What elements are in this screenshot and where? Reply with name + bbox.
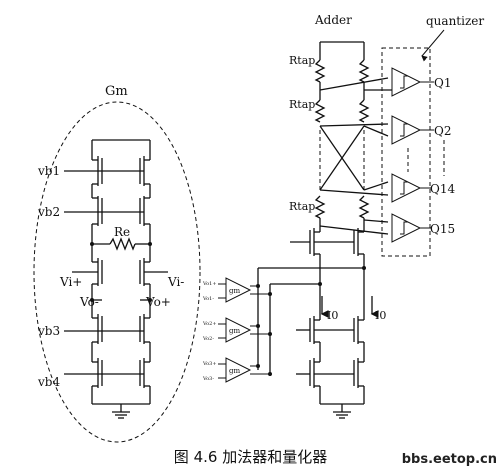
label-rtap-1: Rtap (289, 54, 315, 67)
label-rtap-2: Rtap (289, 98, 315, 111)
gm-cell-1-label: gm (229, 287, 240, 295)
rtap-ladder: Rtap Rtap Rtap (289, 54, 392, 235)
gm-right-column (98, 150, 168, 404)
gm-cell-2-in-minus: Vo2- (202, 336, 214, 342)
gm-title: Gm (105, 84, 128, 99)
quantizer-title: quantizer (426, 14, 484, 28)
output-q1: Q1 (434, 76, 451, 90)
output-q15: Q15 (430, 222, 455, 236)
label-vb2: vb2 (37, 205, 60, 219)
label-i0-right: I0 (375, 309, 386, 322)
comparator-q15: Q15 (391, 213, 455, 243)
comparator-q2: Q2 (391, 115, 451, 145)
gm-block: Gm (33, 84, 201, 443)
gm-cell-3-in-minus: Vo3- (202, 376, 214, 382)
gm-cell-1: gm Vo1+ Vo1- (202, 277, 272, 303)
adder-ground-icon (320, 403, 364, 419)
label-vo-plus: Vo+ (145, 295, 171, 309)
gm-cell-2-in-plus: Vo2+ (202, 321, 217, 327)
label-vb4: vb4 (37, 375, 60, 389)
label-vo-minus: Vo- (79, 295, 99, 309)
output-q2: Q2 (434, 124, 451, 138)
gm-cell-2: gm Vo2+ Vo2- (202, 317, 272, 343)
adder-quantizer-schematic: Gm (33, 13, 484, 443)
adder-block: Adder (202, 13, 392, 419)
label-vb3: vb3 (37, 324, 60, 338)
label-i0-left: I0 (327, 309, 338, 322)
gm-cell-1-in-minus: Vo1- (202, 296, 214, 302)
label-re: Re (114, 225, 130, 239)
gm-cell-3: gm Vo3+ Vo3- (202, 357, 272, 383)
adder-cascode (290, 228, 365, 300)
quantizer-boundary (381, 47, 431, 257)
re-resistor (90, 237, 152, 251)
label-rtap-3: Rtap (289, 200, 315, 213)
label-vi-minus: Vi- (167, 275, 184, 289)
watermark: bbs.eetop.cn (401, 452, 497, 467)
gm-cell-2-label: gm (229, 327, 240, 335)
comparator-q14: Q14 (391, 173, 455, 203)
figure-caption: 图 4.6 加法器和量化器 (173, 448, 328, 466)
gm-cell-1-in-plus: Vo1+ (202, 281, 217, 287)
adder-title: Adder (314, 13, 352, 27)
adder-current-sources (296, 300, 365, 404)
quantizer-block: quantizer Q1 Q2 Q14 Q15 (381, 14, 484, 257)
gm-cell-3-label: gm (229, 367, 240, 375)
label-vb1: vb1 (37, 164, 60, 178)
gm-cell-3-in-plus: Vo3+ (202, 361, 217, 367)
gm-block-boundary (33, 101, 201, 443)
output-q14: Q14 (430, 182, 455, 196)
comparator-q1: Q1 (391, 67, 451, 97)
label-vi-plus: Vi+ (59, 275, 82, 289)
gm-left-column (64, 150, 103, 404)
gm-ground-icon (92, 403, 150, 419)
